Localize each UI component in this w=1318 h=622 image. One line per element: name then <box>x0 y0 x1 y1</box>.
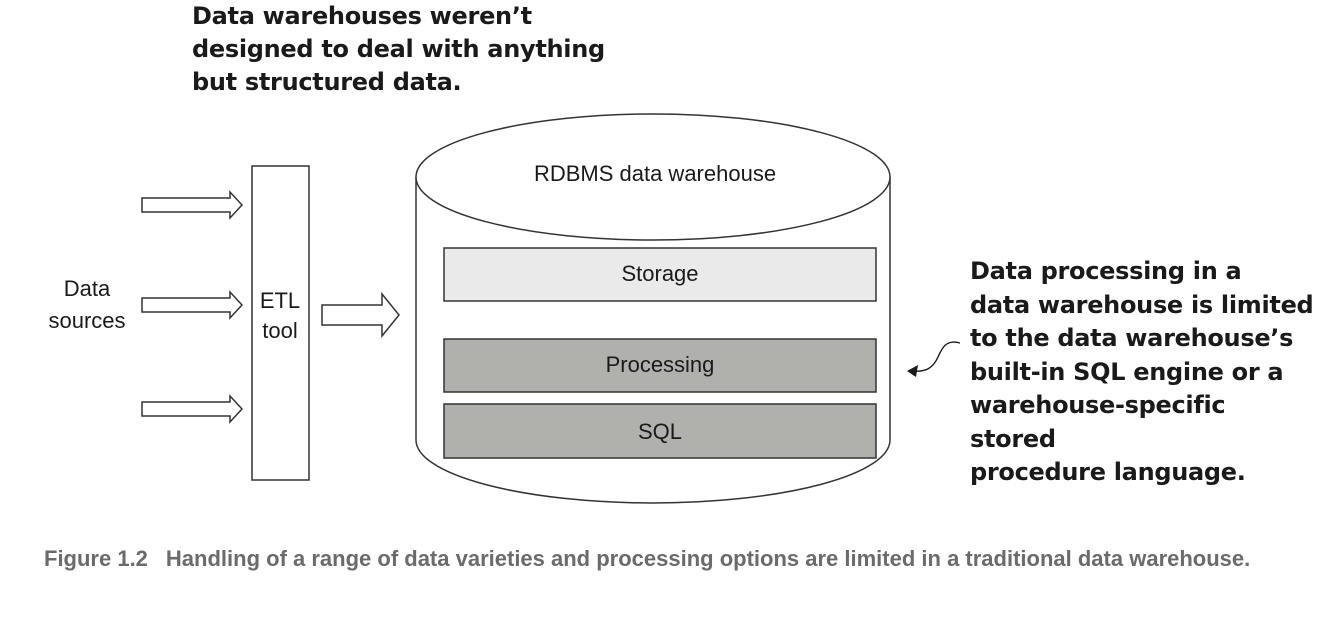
source-arrow-1 <box>141 190 244 220</box>
figure-number: Figure 1.2 <box>44 546 148 571</box>
etl-tool-box <box>251 165 310 481</box>
sql-layer-label: SQL <box>638 419 682 444</box>
figure-caption: Figure 1.2 Handling of a range of data va… <box>44 542 1304 575</box>
etl-label-line1: ETL <box>260 288 300 313</box>
sources-label-line1: Data <box>64 276 111 301</box>
processing-layer-label: Processing <box>606 352 715 377</box>
warehouse-label: RDBMS data warehouse <box>534 161 776 186</box>
storage-layer-label: Storage <box>621 261 698 286</box>
sql-layer <box>443 403 877 459</box>
top-annotation: Data warehouses weren’t designed to deal… <box>192 2 605 96</box>
warehouse-cylinder-top <box>415 113 891 241</box>
sources-label-line2: sources <box>48 308 125 333</box>
figure-caption-text: Handling of a range of data varieties an… <box>165 546 1251 571</box>
side-annotation: Data processing in a data warehouse is l… <box>970 257 1314 486</box>
source-arrow-3 <box>141 394 244 424</box>
callout-arrow <box>907 341 961 377</box>
source-arrow-2 <box>141 290 244 320</box>
storage-layer <box>443 247 877 302</box>
processing-layer <box>443 338 877 393</box>
etl-label-line2: tool <box>262 318 297 343</box>
etl-to-warehouse-arrow <box>321 291 400 339</box>
